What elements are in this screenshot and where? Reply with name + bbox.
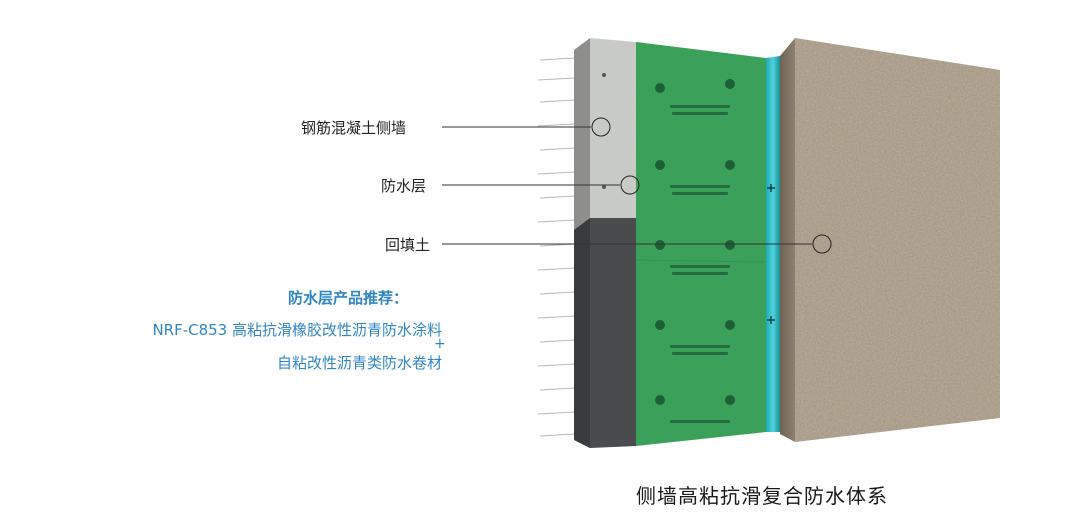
recommendation-product-1: NRF-C853 高粘抗滑橡胶改性沥青防水涂料 [152, 321, 442, 339]
membrane-print [655, 79, 735, 423]
rebar-stubs [537, 57, 576, 437]
recommendation-product-2: 自粘改性沥青类防水卷材 [276, 354, 442, 372]
fastener-marks [767, 184, 775, 324]
backfill-soil-side [780, 38, 795, 442]
label-waterproof-layer: 防水层 [381, 177, 427, 195]
concrete-wall-lower [590, 218, 636, 448]
label-backfill: 回填土 [385, 236, 431, 254]
diagram-caption: 侧墙高粘抗滑复合防水体系 [636, 484, 888, 508]
label-rc-wall: 钢筋混凝土侧墙 [301, 119, 407, 137]
leader-lines [442, 117, 832, 254]
recommendation-plus: + [434, 336, 446, 352]
recommendation-title: 防水层产品推荐： [288, 289, 409, 307]
